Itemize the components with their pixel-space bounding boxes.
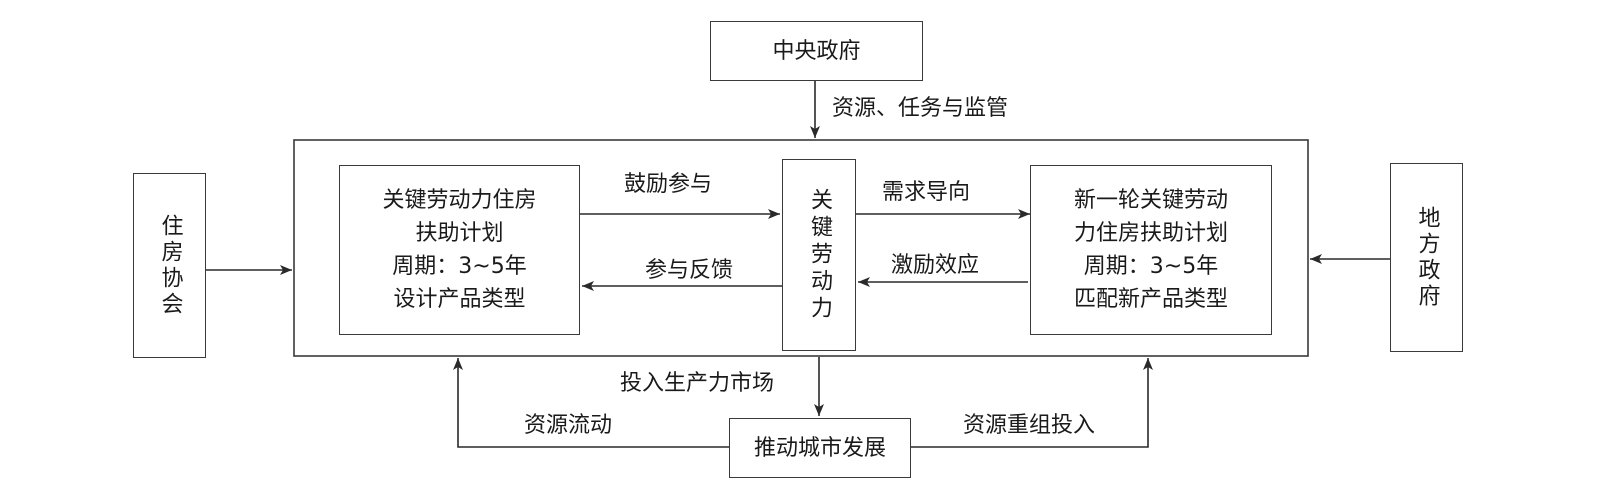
node-urban-dev: 推动城市发展 (729, 418, 911, 478)
node-program-left: 关键劳动力住房 扶助计划 周期：3~5年 设计产品类型 (339, 165, 580, 335)
node-housing-assoc: 住房协会 (133, 173, 206, 358)
program-right-line-3: 周期：3~5年 (1083, 254, 1219, 279)
edge-label-feedback: 参与反馈 (645, 258, 734, 283)
node-urban-dev-label: 推动城市发展 (753, 435, 886, 461)
node-key-labor: 关键劳动力 (782, 159, 856, 351)
arrow-resource-reorg (911, 358, 1153, 448)
edge-label-demand: 需求导向 (882, 180, 971, 205)
edge-label-encourage: 鼓励参与 (624, 172, 713, 197)
edge-label-resource-reorg: 资源重组投入 (963, 413, 1096, 438)
node-key-labor-label: 关键劳动力 (807, 187, 832, 323)
program-right-line-1: 新一轮关键劳动 (1073, 188, 1228, 213)
program-left-line-3: 周期：3~5年 (392, 254, 527, 279)
program-left-line-2: 扶助计划 (415, 221, 504, 246)
edge-label-incentive: 激励效应 (891, 253, 980, 278)
edge-label-productivity: 投入生产力市场 (620, 371, 775, 396)
outer-frame (293, 139, 1309, 357)
program-left-line-4: 设计产品类型 (393, 287, 526, 312)
node-central-gov-label: 中央政府 (772, 38, 861, 64)
node-local-gov-label: 地方政府 (1414, 205, 1440, 310)
arrow-resource-flow (453, 358, 729, 448)
node-housing-assoc-label: 住房协会 (157, 213, 183, 318)
program-right-line-4: 匹配新产品类型 (1073, 287, 1228, 312)
program-right-line-2: 力住房扶助计划 (1073, 221, 1228, 246)
node-local-gov: 地方政府 (1390, 163, 1463, 352)
edge-label-resource-flow: 资源流动 (524, 413, 613, 438)
node-program-right: 新一轮关键劳动 力住房扶助计划 周期：3~5年 匹配新产品类型 (1030, 165, 1272, 335)
node-central-gov: 中央政府 (710, 21, 923, 81)
edge-label-resources-tasks: 资源、任务与监管 (832, 96, 1009, 121)
program-left-line-1: 关键劳动力住房 (382, 188, 537, 213)
